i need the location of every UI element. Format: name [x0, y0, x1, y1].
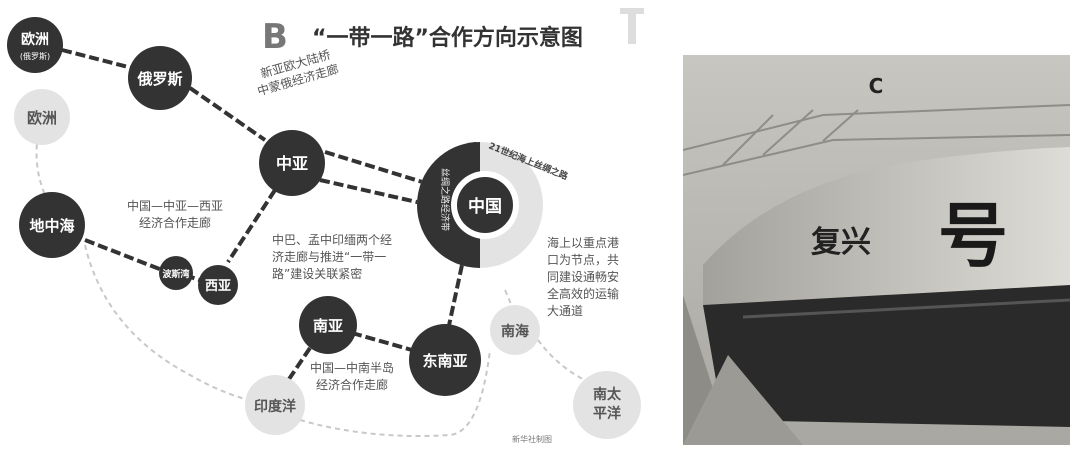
route-centralasia-westasia: [226, 188, 277, 264]
annotation-indochina: 中国—中南半岛 经济合作走廊: [310, 360, 394, 392]
train-photo: 复兴 号 C: [683, 55, 1070, 445]
train-name-large: 号: [938, 195, 1008, 277]
svg-text:口为节点，共: 口为节点，共: [547, 253, 619, 267]
annotation-maritime: 海上以重点港 口为节点，共 同建设通畅安 全高效的运输 大通道: [547, 235, 619, 318]
primary-routes: [61, 48, 464, 387]
platform: [683, 295, 743, 445]
svg-text:中巴、孟中印缅两个经: 中巴、孟中印缅两个经: [272, 232, 392, 247]
node-west-asia-label: 西亚: [205, 279, 231, 294]
train-name-small: 复兴: [811, 225, 871, 260]
svg-text:海上以重点港: 海上以重点港: [547, 235, 619, 250]
china-ring: 中国 丝绸之路经济带 21世纪海上丝绸之路: [417, 140, 571, 268]
svg-text:路”建设关联紧密: 路”建设关联紧密: [272, 266, 362, 281]
corner-decoration: [620, 8, 644, 44]
station-roof: [683, 104, 1070, 176]
route-centralasia-china-1: [324, 150, 433, 187]
node-south-china-sea-label: 南海: [501, 323, 529, 340]
route-centralasia-china-2: [319, 178, 431, 207]
node-south-asia: [299, 296, 357, 354]
route-europe-russia: [61, 48, 133, 70]
node-mediterranean-label: 地中海: [29, 217, 74, 235]
route-mediterranean-persiangulf: [84, 238, 163, 272]
node-southeast-asia-label: 东南亚: [422, 352, 467, 370]
node-south-china-sea: [490, 305, 540, 355]
belt-road-svg: B “一带一路”合作方向示意图: [7, 8, 644, 444]
node-indian-ocean: [245, 375, 305, 435]
annotation-cpec-bcim: 中巴、孟中印缅两个经 济走廊与推进“一带一 路”建设关联紧密: [272, 232, 392, 281]
train-body: [703, 147, 1070, 305]
node-europe-russia-group: 欧洲 (俄罗斯): [7, 17, 63, 73]
svg-text:经济合作走廊: 经济合作走廊: [316, 377, 388, 392]
node-south-pacific-label-1: 南太: [593, 386, 622, 403]
route-mediterranean-indianocean: [84, 244, 271, 406]
svg-text:同建设通畅安: 同建设通畅安: [547, 269, 619, 284]
node-europe: [14, 89, 70, 145]
node-china: [457, 177, 513, 233]
train-photo-svg: 复兴 号 C: [683, 55, 1070, 445]
node-russia-label: 俄罗斯: [136, 70, 182, 88]
route-russia-centralasia: [188, 86, 267, 142]
node-central-asia: [259, 130, 325, 196]
node-indian-ocean-label: 印度洋: [254, 398, 296, 415]
node-persian-gulf: [159, 256, 193, 290]
svg-text:济走廊与推进“一带一: 济走廊与推进“一带一: [272, 249, 386, 264]
source-credit: 新华社制图: [512, 434, 552, 444]
svg-text:中国—中亚—西亚: 中国—中亚—西亚: [127, 198, 223, 213]
belt-road-diagram: B “一带一路”合作方向示意图: [7, 8, 644, 444]
node-china-label: 中国: [468, 196, 502, 217]
node-persian-gulf-label: 波斯湾: [162, 268, 189, 280]
node-south-asia-label: 南亚: [313, 317, 343, 335]
route-china-southeastasia: [446, 264, 464, 331]
node-europe-russia: [7, 17, 63, 73]
node-central-asia-label: 中亚: [276, 154, 308, 173]
node-europe-russia-label: 欧洲: [21, 31, 49, 48]
node-south-pacific: [573, 371, 641, 439]
panel-b-title: “一带一路”合作方向示意图: [312, 25, 583, 51]
node-russia: [128, 46, 192, 110]
panel-b-letter: B: [262, 17, 288, 57]
node-west-asia: [198, 265, 238, 305]
svg-text:全高效的运输: 全高效的运输: [547, 286, 619, 301]
node-europe-label: 欧洲: [27, 109, 57, 127]
node-europe-russia-sublabel: (俄罗斯): [20, 51, 50, 61]
node-mediterranean: [19, 192, 85, 258]
ring-label-belt: 丝绸之路经济带: [439, 168, 451, 231]
node-south-pacific-label-2: 平洋: [593, 405, 621, 422]
node-southeast-asia: [409, 324, 481, 396]
annotation-china-central-west-asia: 中国—中亚—西亚 经济合作走廊: [127, 198, 223, 230]
svg-text:大通道: 大通道: [547, 304, 583, 318]
svg-text:中国—中南半岛: 中国—中南半岛: [310, 360, 394, 375]
route-southasia-southeastasia: [351, 331, 413, 352]
panel-c-letter: C: [869, 74, 884, 98]
train-lower-band: [703, 285, 1070, 427]
svg-text:经济合作走廊: 经济合作走廊: [139, 215, 211, 230]
